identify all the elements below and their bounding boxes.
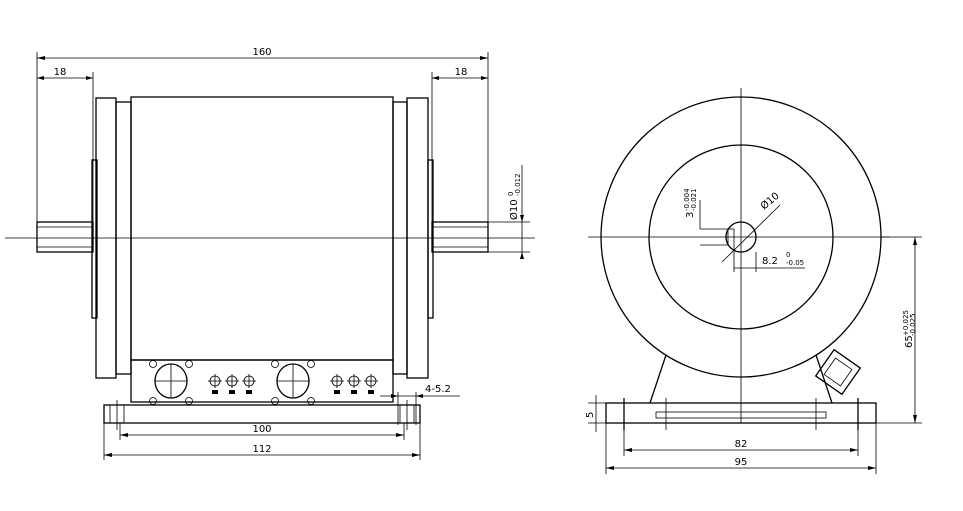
dim-key-depth: 8.2 0 -0.05 (733, 245, 805, 272)
dim-hole-spacing: 82 (623, 430, 859, 456)
keyway-width-label: 3 (685, 212, 696, 218)
key-depth-label: 8.2 (762, 256, 778, 267)
dim-shaft-diameter: Ø10 0 -0.012 (488, 165, 530, 259)
base-width-label: 95 (735, 457, 748, 468)
side-view: Ø10 3 -0.004 -0.021 8.2 0 -0.05 (585, 88, 922, 474)
base-total-label: 112 (252, 444, 271, 455)
left-end-cap (91, 97, 132, 379)
key-depth-tol-lower: -0.05 (786, 259, 804, 267)
dim-mount-holes: 4-5.2 (380, 384, 460, 425)
center-height-label: 65 (904, 335, 915, 348)
shaft-right-label: 18 (455, 67, 468, 78)
motor-housing (130, 96, 394, 361)
dim-base-width: 95 (605, 423, 877, 474)
terminal-group-right (330, 374, 378, 394)
front-base-plate (103, 400, 421, 430)
hole-spacing-label: 82 (735, 439, 748, 450)
dim-base-thickness: 5 (585, 395, 606, 432)
key-depth-tol-upper: 0 (786, 251, 790, 259)
shaft-diameter-tol-lower: -0.012 (514, 173, 522, 196)
side-base-plate (605, 402, 877, 424)
keyway (700, 228, 735, 246)
left-shaft (36, 221, 94, 253)
dim-base-length: 100 (119, 423, 405, 440)
dim-overall-length: 160 (36, 47, 489, 222)
bore-label: Ø10 (758, 190, 782, 212)
side-base-support (605, 354, 877, 430)
terminal-panel (130, 359, 394, 405)
center-height-tol-lower: -0.025 (909, 313, 917, 336)
shaft-diameter-label: Ø10 (508, 199, 520, 220)
dim-base-total: 112 (103, 423, 421, 460)
base-length-label: 100 (252, 424, 271, 435)
right-shaft (431, 221, 489, 253)
keyway-tol-upper: -0.004 (683, 188, 691, 211)
dim-shaft-left: 18 (37, 67, 94, 222)
shaft-left-label: 18 (54, 67, 67, 78)
base-thickness-label: 5 (585, 412, 596, 418)
keyway-tol-lower: -0.021 (690, 188, 698, 211)
shaft-diameter-tol-upper: 0 (507, 192, 515, 196)
housing-inner-circle (648, 144, 834, 330)
front-view: 160 18 18 Ø10 0 -0 (5, 47, 535, 460)
side-terminal-box (814, 348, 862, 396)
overall-length-label: 160 (252, 47, 271, 58)
mount-holes-label: 4-5.2 (425, 384, 451, 395)
dim-keyway: 3 -0.004 -0.021 (683, 188, 701, 229)
terminal-group-left (208, 374, 256, 394)
center-height-tol-upper: +0.025 (902, 310, 910, 336)
dim-shaft-right: 18 (431, 67, 488, 222)
shaft-bore-circle (725, 221, 757, 253)
dim-center-height: 65 +0.025 -0.025 (876, 236, 922, 424)
